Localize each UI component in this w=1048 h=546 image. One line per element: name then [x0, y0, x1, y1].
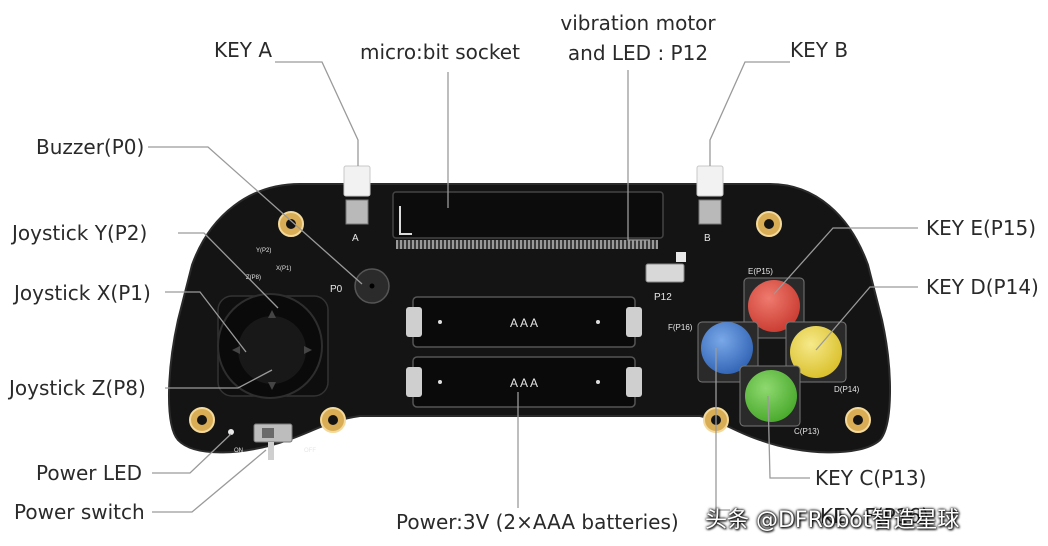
label-vibration-line2: and LED : P12 — [567, 41, 709, 65]
label-buzzer: Buzzer(P0) — [36, 135, 145, 159]
label-joystick-x: Joystick X(P1) — [14, 281, 151, 305]
silk-off: OFF — [304, 448, 316, 454]
silk-on: ON — [234, 448, 243, 454]
silk-jz: Z(P8) — [246, 275, 261, 281]
silk-jx: X(P1) — [276, 266, 291, 272]
label-joystick-z: Joystick Z(P8) — [9, 376, 146, 400]
battery-holder-1 — [406, 296, 642, 348]
label-key-a: KEY A — [214, 38, 273, 62]
silk-p12: P12 — [654, 292, 672, 303]
label-power-batteries: Power:3V (2×AAA batteries) — [396, 510, 679, 534]
silk-aaa-1: AAA — [510, 316, 540, 330]
label-joystick-y: Joystick Y(P2) — [12, 221, 148, 245]
label-key-e: KEY E(P15) — [926, 216, 1037, 240]
battery-holder-2 — [406, 356, 642, 408]
label-power-switch: Power switch — [14, 500, 145, 524]
label-key-f: KEY F(P16) — [820, 504, 929, 528]
key-b-button — [696, 165, 724, 225]
silk-c: C(P13) — [794, 427, 820, 436]
silk-aaa-2: AAA — [510, 376, 540, 390]
silk-e: E(P15) — [748, 267, 773, 276]
label-key-b: KEY B — [790, 38, 849, 62]
silk-jy: Y(P2) — [256, 248, 271, 254]
label-vibration-line1: vibration motor — [560, 11, 716, 35]
joystick — [217, 293, 329, 399]
microbit-socket — [392, 191, 664, 249]
vibration-motor — [645, 252, 686, 283]
key-a-button — [343, 165, 371, 225]
key-c-button — [739, 365, 801, 427]
key-d-button — [785, 321, 847, 383]
label-microbit-socket: micro:bit socket — [360, 40, 520, 64]
silk-f: F(P16) — [668, 323, 693, 332]
label-key-c: KEY C(P13) — [815, 466, 927, 490]
power-led — [228, 429, 234, 435]
label-key-d: KEY D(P14) — [926, 275, 1039, 299]
silk-b: B — [704, 233, 711, 244]
power-switch — [253, 423, 293, 460]
silk-p0: P0 — [330, 284, 343, 295]
watermark: 头条 @DFRobot智造星球 — [705, 508, 960, 533]
silk-d: D(P14) — [834, 385, 860, 394]
leader-lines — [148, 61, 918, 513]
silk-a: A — [352, 233, 359, 244]
label-power-led: Power LED — [36, 461, 143, 485]
